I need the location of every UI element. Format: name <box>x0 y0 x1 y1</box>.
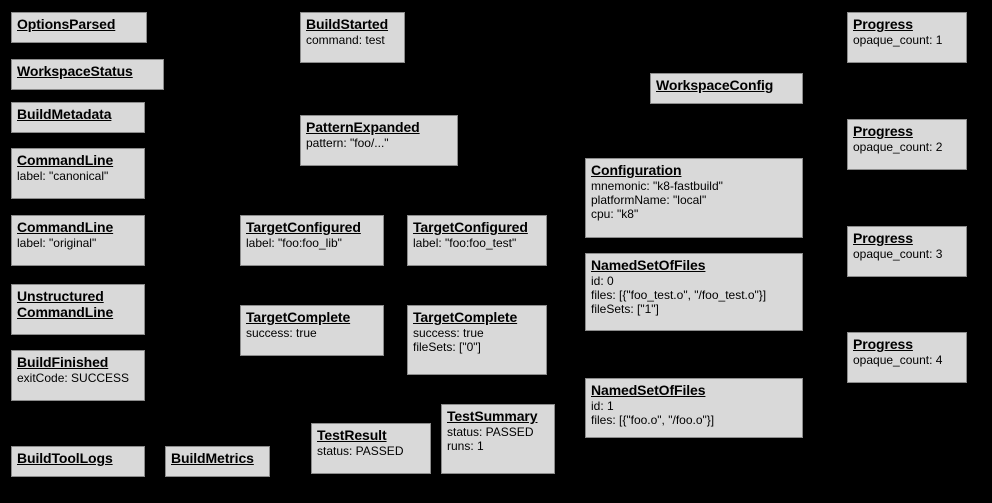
node-field: id: 1 <box>591 399 614 413</box>
node-field: label: "foo:foo_lib" <box>246 236 342 250</box>
node-title: NamedSetOfFiles <box>591 257 706 273</box>
node-fields: label: "original" <box>17 236 139 250</box>
node-title: BuildStarted <box>306 16 389 32</box>
node-title: Configuration <box>591 162 682 178</box>
node-title: Progress <box>853 123 913 139</box>
node-field: cpu: "k8" <box>591 207 639 221</box>
node-field: mnemonic: "k8-fastbuild" <box>591 179 723 193</box>
node-title: BuildFinished <box>17 354 109 370</box>
node-fields: opaque_count: 4 <box>853 353 961 367</box>
node-field: opaque_count: 3 <box>853 247 943 261</box>
node-field: success: true <box>246 326 317 340</box>
node-fields: mnemonic: "k8-fastbuild"platformName: "l… <box>591 179 797 221</box>
node-title: OptionsParsed <box>17 16 116 32</box>
node-fields: command: test <box>306 33 399 47</box>
node-field: success: true <box>413 326 484 340</box>
node-fields: label: "foo:foo_lib" <box>246 236 378 250</box>
node-field: runs: 1 <box>447 439 484 453</box>
node-title: NamedSetOfFiles <box>591 382 706 398</box>
node-field: opaque_count: 2 <box>853 140 943 154</box>
node-field: opaque_count: 1 <box>853 33 943 47</box>
node-options-parsed[interactable]: OptionsParsed <box>11 12 147 43</box>
node-fields: success: true <box>246 326 378 340</box>
node-title: Progress <box>853 16 913 32</box>
node-fields: opaque_count: 1 <box>853 33 961 47</box>
node-title: TargetComplete <box>413 309 518 325</box>
node-title: BuildToolLogs <box>17 450 113 466</box>
node-title: TargetComplete <box>246 309 351 325</box>
node-title: Progress <box>853 230 913 246</box>
node-title: WorkspaceStatus <box>17 63 133 79</box>
node-unstructured-command-line[interactable]: Unstructured CommandLine <box>11 284 145 335</box>
node-build-metadata[interactable]: BuildMetadata <box>11 102 145 133</box>
node-field: status: PASSED <box>447 425 534 439</box>
node-field: files: [{"foo_test.o", "/foo_test.o"}] <box>591 288 767 302</box>
node-fields: opaque_count: 3 <box>853 247 961 261</box>
node-workspace-config[interactable]: WorkspaceConfig <box>650 73 803 104</box>
node-field: files: [{"foo.o", "/foo.o"}] <box>591 413 715 427</box>
node-title: BuildMetrics <box>171 450 254 466</box>
node-title: CommandLine <box>17 219 114 235</box>
node-title: BuildMetadata <box>17 106 112 122</box>
node-field: fileSets: ["1"] <box>591 302 659 316</box>
node-title: CommandLine <box>17 152 114 168</box>
node-field: label: "canonical" <box>17 169 109 183</box>
node-fields: label: "foo:foo_test" <box>413 236 541 250</box>
node-field: opaque_count: 4 <box>853 353 943 367</box>
node-title: WorkspaceConfig <box>656 77 774 93</box>
node-fields: pattern: "foo/..." <box>306 136 452 150</box>
node-build-metrics[interactable]: BuildMetrics <box>165 446 270 477</box>
node-field: exitCode: SUCCESS <box>17 371 130 385</box>
node-fields: exitCode: SUCCESS <box>17 371 139 385</box>
node-field: id: 0 <box>591 274 614 288</box>
node-field: command: test <box>306 33 385 47</box>
node-fields: opaque_count: 2 <box>853 140 961 154</box>
node-title: Unstructured CommandLine <box>17 288 114 320</box>
node-workspace-status[interactable]: WorkspaceStatus <box>11 59 164 90</box>
node-field: label: "original" <box>17 236 97 250</box>
node-build-tool-logs[interactable]: BuildToolLogs <box>11 446 145 477</box>
node-field: platformName: "local" <box>591 193 707 207</box>
node-title: TargetConfigured <box>246 219 361 235</box>
node-title: TestResult <box>317 427 387 443</box>
node-title: TestSummary <box>447 408 538 424</box>
node-title: TargetConfigured <box>413 219 528 235</box>
node-field: pattern: "foo/..." <box>306 136 389 150</box>
node-field: label: "foo:foo_test" <box>413 236 517 250</box>
node-field: status: PASSED <box>317 444 404 458</box>
node-title: PatternExpanded <box>306 119 420 135</box>
node-fields: status: PASSED <box>317 444 425 458</box>
node-title: Progress <box>853 336 913 352</box>
node-fields: label: "canonical" <box>17 169 139 183</box>
node-field: fileSets: ["0"] <box>413 340 481 354</box>
